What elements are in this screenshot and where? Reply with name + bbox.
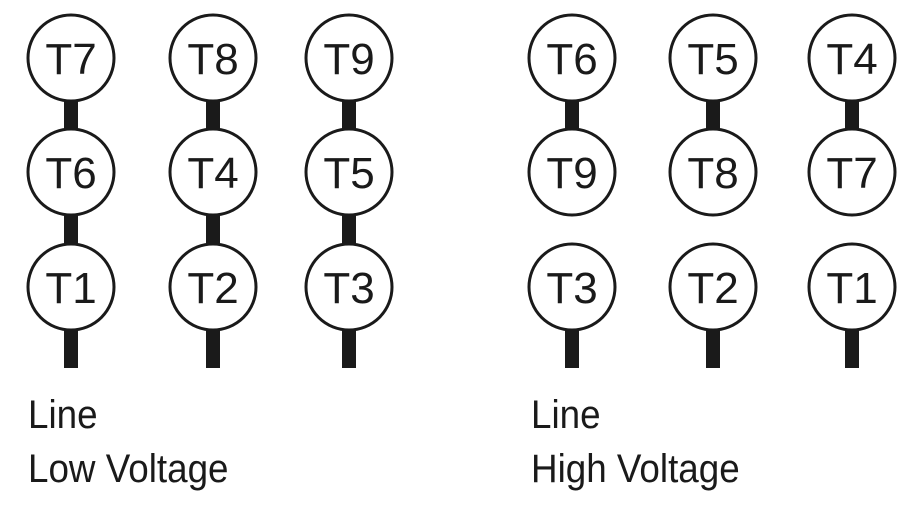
terminal-label: T4	[826, 35, 877, 84]
terminal-label: T1	[45, 264, 96, 313]
line-lead	[565, 328, 579, 368]
low-voltage-caption: Line Low Voltage	[28, 388, 229, 496]
terminal-t5: T5	[668, 13, 758, 103]
terminal-t7: T7	[807, 127, 897, 217]
terminal-circle	[527, 127, 617, 217]
high-voltage-title: High Voltage	[531, 447, 740, 491]
terminal-t1: T1	[807, 242, 897, 332]
terminal-t9: T9	[527, 127, 617, 217]
terminal-circle	[807, 127, 897, 217]
line-lead	[706, 328, 720, 368]
terminal-circle	[26, 127, 116, 217]
terminal-circle	[527, 242, 617, 332]
terminal-circle	[304, 13, 394, 103]
terminal-label: T9	[546, 149, 597, 198]
terminal-circle	[668, 242, 758, 332]
terminal-t7: T7	[26, 13, 116, 103]
terminal-circle	[168, 242, 258, 332]
terminal-t6: T6	[527, 13, 617, 103]
high-voltage-caption: Line High Voltage	[531, 388, 740, 496]
terminal-label: T9	[323, 35, 374, 84]
terminal-circle	[807, 13, 897, 103]
terminal-t3: T3	[304, 242, 394, 332]
terminal-circle	[668, 13, 758, 103]
terminal-label: T3	[323, 264, 374, 313]
terminal-label: T5	[687, 35, 738, 84]
terminal-label: T6	[45, 149, 96, 198]
terminal-t8: T8	[668, 127, 758, 217]
terminal-circle	[304, 127, 394, 217]
jumper-link	[342, 213, 356, 246]
terminal-circle	[168, 13, 258, 103]
jumper-link	[206, 99, 220, 131]
low-voltage-line-label: Line	[28, 393, 98, 437]
terminal-label: T1	[826, 264, 877, 313]
high-voltage-line-label: Line	[531, 393, 601, 437]
jumper-link	[64, 213, 78, 246]
jumper-link	[206, 213, 220, 246]
jumper-link	[565, 99, 579, 131]
terminal-circle	[26, 13, 116, 103]
terminal-circle	[807, 242, 897, 332]
terminal-circle	[668, 127, 758, 217]
terminal-t6: T6	[26, 127, 116, 217]
terminal-t2: T2	[168, 242, 258, 332]
terminal-t4: T4	[168, 127, 258, 217]
low-voltage-title: Low Voltage	[28, 447, 229, 491]
jumper-link	[64, 99, 78, 131]
jumper-link	[706, 99, 720, 131]
terminal-circle	[168, 127, 258, 217]
terminal-t3: T3	[527, 242, 617, 332]
terminal-label: T2	[687, 264, 738, 313]
terminal-label: T7	[826, 149, 877, 198]
terminal-label: T5	[323, 149, 374, 198]
terminal-t8: T8	[168, 13, 258, 103]
terminal-t9: T9	[304, 13, 394, 103]
terminal-label: T8	[687, 149, 738, 198]
terminal-label: T7	[45, 35, 96, 84]
terminal-circle	[26, 242, 116, 332]
line-lead	[64, 328, 78, 368]
terminal-t5: T5	[304, 127, 394, 217]
line-lead	[342, 328, 356, 368]
line-lead	[845, 328, 859, 368]
jumper-link	[342, 99, 356, 131]
terminal-t1: T1	[26, 242, 116, 332]
terminal-t2: T2	[668, 242, 758, 332]
terminal-circle	[304, 242, 394, 332]
terminal-t4: T4	[807, 13, 897, 103]
terminal-label: T6	[546, 35, 597, 84]
terminal-label: T8	[187, 35, 238, 84]
terminal-label: T4	[187, 149, 238, 198]
terminal-circle	[527, 13, 617, 103]
terminal-label: T2	[187, 264, 238, 313]
jumper-link	[845, 99, 859, 131]
line-lead	[206, 328, 220, 368]
terminal-label: T3	[546, 264, 597, 313]
